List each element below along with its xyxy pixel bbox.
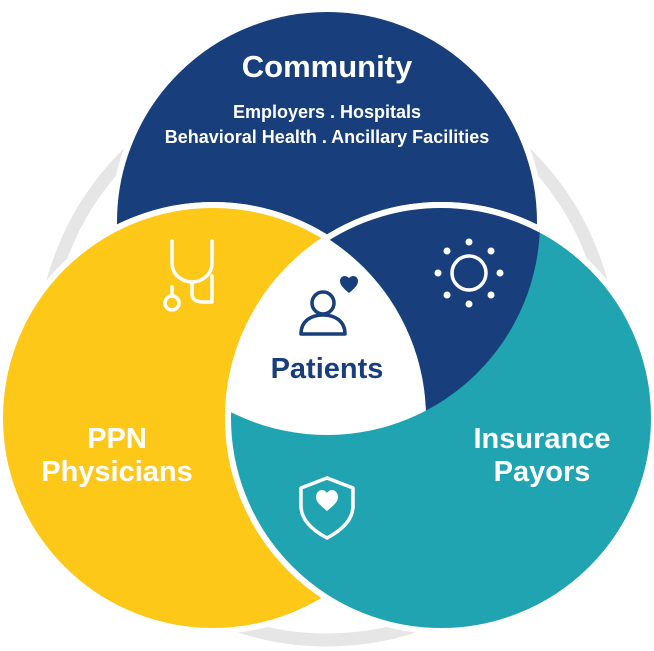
physicians-title-line1: PPN (87, 423, 147, 455)
patient-heart-icon (299, 276, 358, 336)
center-overlap (228, 205, 426, 435)
physicians-title-line2: Physicians (41, 456, 193, 488)
payors-title-line1: Insurance (474, 423, 611, 455)
sun-icon (434, 238, 504, 308)
payors-title-line2: Payors (494, 456, 591, 488)
shield-heart-icon (299, 476, 355, 540)
patients-label: Patients (271, 353, 384, 385)
community-subtitle-line2: Behavioral Health . Ancillary Facilities (165, 127, 489, 147)
community-title: Community (242, 49, 413, 84)
community-subtitle-line1: Employers . Hospitals (233, 102, 421, 122)
stethoscope-icon (163, 239, 214, 312)
